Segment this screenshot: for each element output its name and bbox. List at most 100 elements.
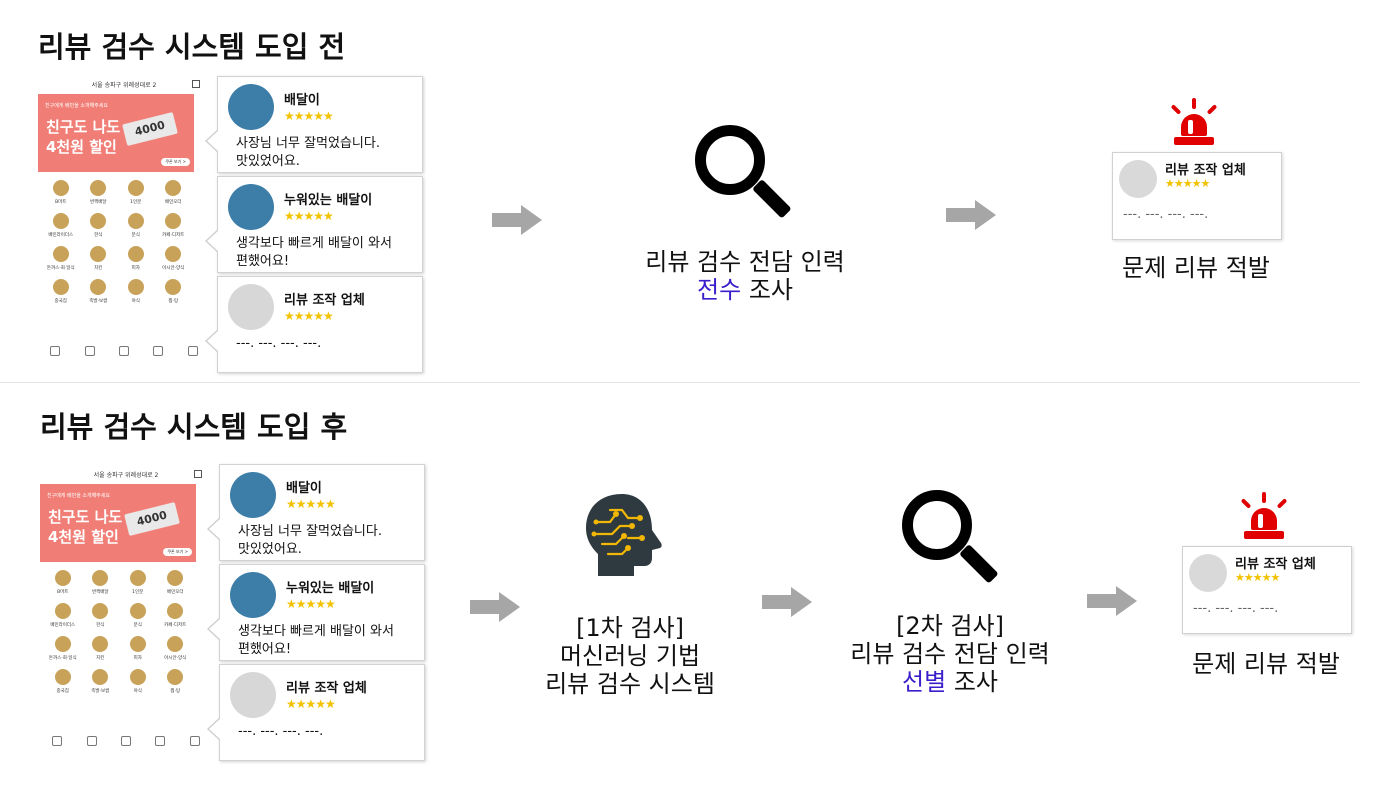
category-item: 중국집 [42, 279, 80, 304]
category-grid: B마트 번쩍배달 1인분 배민오더 배민라이더스 한식 분식 카페·디저트 돈까… [44, 570, 194, 694]
star-rating: ★★★★★ [1235, 571, 1280, 584]
orders-icon [155, 736, 166, 746]
heart-icon [120, 736, 131, 746]
magnifier-icon [902, 490, 1002, 590]
reviewer-name: 누워있는 배달이 [284, 193, 373, 208]
category-icon [165, 180, 182, 196]
arrow-right-icon [1087, 586, 1137, 616]
banner-line2: 4천원 할인 [48, 528, 119, 546]
category-item: 배민라이더스 [42, 213, 80, 238]
profile-icon [189, 736, 200, 746]
review-card: 리뷰 조작 업체 ★★★★★ ---. ---. ---. ---. [205, 276, 423, 373]
category-item: 피자 [119, 636, 157, 661]
category-icon [90, 213, 107, 229]
category-icon [90, 246, 107, 262]
qr-icon [192, 80, 200, 88]
reviewer-name: 리뷰 조작 업체 [284, 293, 365, 308]
heart-icon [118, 346, 129, 356]
category-icon [167, 603, 184, 619]
bottom-nav [40, 736, 212, 756]
section-divider [0, 382, 1360, 383]
category-icon [52, 213, 69, 229]
category-item: B마트 [44, 570, 82, 595]
category-item: 아시안·양식 [155, 246, 193, 271]
category-item: 카페·디저트 [155, 213, 193, 238]
section-title-after: 리뷰 검수 시스템 도입 후 [40, 410, 348, 444]
bottom-nav [38, 346, 210, 366]
category-item: 배민라이더스 [44, 603, 82, 628]
category-icon [52, 279, 69, 295]
category-icon [127, 180, 144, 196]
reviewer-name: 리뷰 조작 업체 [1235, 557, 1316, 572]
banner-line1: 친구도 나도 [46, 118, 121, 136]
category-icon [167, 636, 184, 652]
star-rating: ★★★★★ [284, 109, 334, 123]
category-icon [54, 669, 71, 685]
orders-icon [153, 346, 164, 356]
coupon-image: 4000 [122, 112, 178, 146]
category-item: 치킨 [82, 636, 120, 661]
home-icon [52, 736, 63, 746]
category-item: 족발·보쌈 [82, 669, 120, 694]
avatar [230, 472, 276, 518]
arrow-right-icon [946, 200, 996, 230]
reviewer-name: 리뷰 조작 업체 [286, 681, 367, 696]
avatar [1189, 554, 1227, 592]
result-caption: 문제 리뷰 적발 [1192, 650, 1340, 678]
step2-caption: [2차 검사] 리뷰 검수 전담 인력 선별 조사 [850, 612, 1050, 696]
category-icon [92, 636, 109, 652]
category-icon [54, 603, 71, 619]
review-text: ---. ---. ---. ---. [1123, 207, 1209, 222]
reviewer-name: 리뷰 조작 업체 [1165, 163, 1246, 178]
reviewer-name: 배달이 [284, 93, 320, 108]
review-text: 생각보다 빠르게 배달이 와서 편했어요! [238, 624, 394, 657]
avatar [230, 672, 276, 718]
category-icon [127, 279, 144, 295]
result-caption: 문제 리뷰 적발 [1122, 254, 1270, 282]
star-rating: ★★★★★ [286, 497, 336, 511]
review-card: 배달이 ★★★★★ 사장님 너무 잘먹었습니다. 맛있었어요. [205, 76, 423, 173]
avatar [228, 284, 274, 330]
alarm-icon [1236, 492, 1296, 542]
promo-banner: 친구에게 배민을 소개해주세요 친구도 나도 4천원 할인 4000 쿠폰 보기… [40, 484, 196, 562]
category-item: 카페·디저트 [157, 603, 195, 628]
category-icon [129, 636, 146, 652]
category-item: 찜·탕 [157, 669, 195, 694]
category-item: 번쩍배달 [80, 180, 118, 205]
step-caption: 리뷰 검수 전담 인력 전수 조사 [645, 248, 845, 304]
app-screenshot: 서울 송파구 위례성대로 2 친구에게 배민을 소개해주세요 친구도 나도 4천… [40, 466, 212, 758]
banner-subtitle: 친구에게 배민을 소개해주세요 [47, 493, 110, 499]
section-title-before: 리뷰 검수 시스템 도입 전 [38, 30, 346, 64]
review-text: ---. ---. ---. ---. [236, 336, 322, 351]
review-text: 생각보다 빠르게 배달이 와서 편했어요! [236, 236, 392, 269]
category-item: 번쩍배달 [82, 570, 120, 595]
category-item: 야식 [119, 669, 157, 694]
home-icon [50, 346, 61, 356]
avatar [230, 572, 276, 618]
category-item: 아시안·양식 [157, 636, 195, 661]
reviewer-name: 배달이 [286, 481, 322, 496]
category-item: 분식 [117, 213, 155, 238]
review-card: 누워있는 배달이 ★★★★★ 생각보다 빠르게 배달이 와서 편했어요! [207, 564, 425, 661]
category-icon [54, 636, 71, 652]
banner-more: 쿠폰 보기 > [163, 548, 192, 556]
category-item: 배민오더 [155, 180, 193, 205]
banner-more: 쿠폰 보기 > [161, 158, 190, 166]
address-label: 서울 송파구 위례성대로 2 [93, 472, 159, 479]
alarm-icon [1166, 98, 1226, 148]
list-icon [86, 736, 97, 746]
category-item: 한식 [80, 213, 118, 238]
category-item: 치킨 [80, 246, 118, 271]
category-icon [52, 180, 69, 196]
category-icon [90, 279, 107, 295]
review-card: 배달이 ★★★★★ 사장님 너무 잘먹었습니다. 맛있었어요. [207, 464, 425, 561]
category-item: 분식 [119, 603, 157, 628]
category-icon [167, 570, 184, 586]
star-rating: ★★★★★ [284, 209, 334, 223]
category-icon [129, 570, 146, 586]
category-item: 중국집 [44, 669, 82, 694]
ml-caption: [1차 검사] 머신러닝 기법 리뷰 검수 시스템 [545, 614, 715, 698]
category-icon [92, 669, 109, 685]
category-icon [129, 669, 146, 685]
category-icon [92, 570, 109, 586]
